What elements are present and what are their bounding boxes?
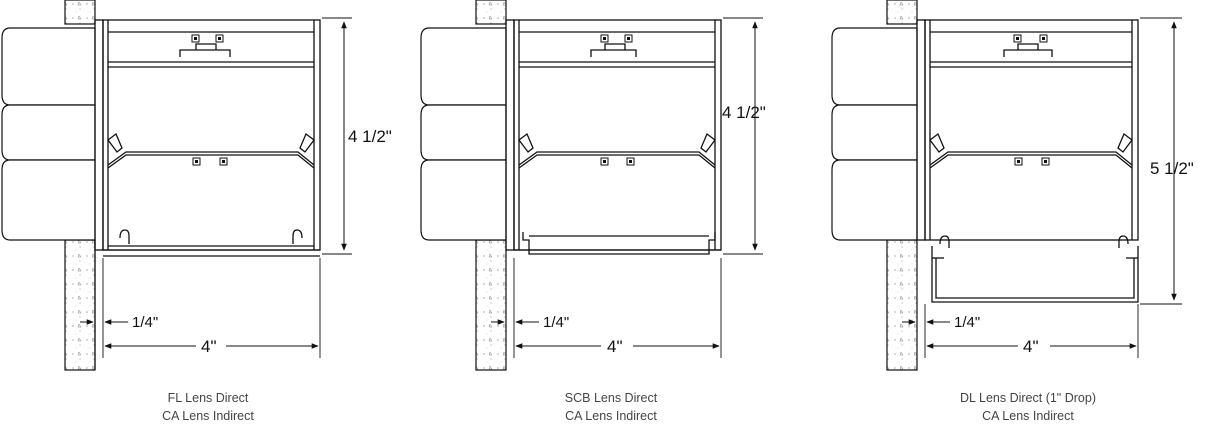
ceiling-wall (475, 0, 507, 371)
width-label: 4" (201, 337, 217, 356)
height-dimension (1140, 17, 1182, 305)
trim-blocks (831, 27, 918, 241)
top-mount-bracket (179, 34, 231, 57)
height-label: 5 1/2" (1150, 159, 1194, 178)
ceiling-wall (64, 0, 96, 371)
width-label: 4" (1023, 337, 1039, 356)
offset-dimension (491, 258, 539, 358)
ceiling-wall (886, 0, 918, 371)
width-dimension (515, 258, 722, 358)
fixture-housing (94, 19, 321, 257)
top-mount-bracket (590, 34, 637, 57)
height-label: 4 1/2" (348, 127, 392, 146)
caption-line-2: CA Lens Indirect (162, 409, 254, 423)
height-dimension (723, 17, 763, 255)
trim-blocks (1, 27, 96, 241)
panel-1: 4 1/2" 1/4" 4" FL Lens Direct CA Lens In… (1, 0, 392, 423)
caption-line-1: SCB Lens Direct (565, 391, 658, 405)
fixture-housing (916, 19, 1139, 303)
trim-blocks (420, 27, 507, 241)
width-label: 4" (607, 337, 623, 356)
width-dimension (104, 258, 321, 358)
offset-dimension (80, 258, 128, 358)
offset-label: 1/4" (132, 314, 158, 331)
caption-line-1: FL Lens Direct (168, 391, 249, 405)
panel-3: 5 1/2" 1/4" 4" DL Lens Direct (1" Drop) … (831, 0, 1194, 423)
caption-line-1: DL Lens Direct (1" Drop) (960, 391, 1096, 405)
lens-clips (1014, 157, 1050, 166)
lens-clips (192, 157, 228, 166)
top-mount-bracket (1003, 34, 1053, 57)
offset-label: 1/4" (954, 314, 980, 331)
offset-dimension (902, 258, 950, 358)
caption-line-2: CA Lens Indirect (565, 409, 657, 423)
fixture-housing (505, 19, 722, 255)
height-dimension (322, 17, 352, 255)
width-dimension (926, 304, 1139, 358)
caption-line-2: CA Lens Indirect (982, 409, 1074, 423)
panel-2: 4 1/2" 1/4" 4" SCB Lens Direct CA Lens I… (420, 0, 766, 423)
offset-label: 1/4" (543, 314, 569, 331)
height-label: 4 1/2" (722, 103, 766, 122)
lens-clips (600, 157, 635, 166)
